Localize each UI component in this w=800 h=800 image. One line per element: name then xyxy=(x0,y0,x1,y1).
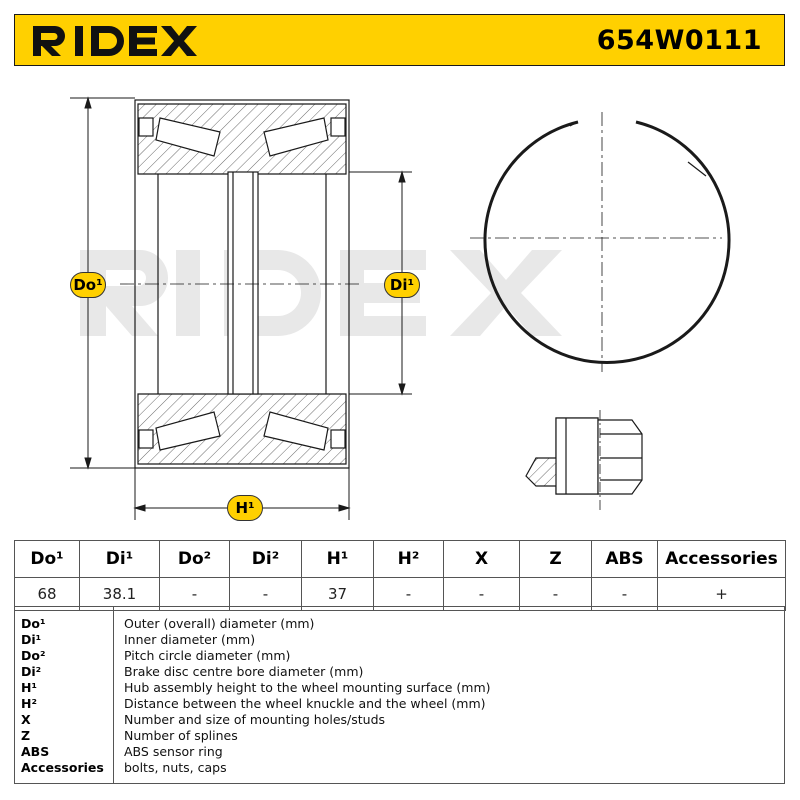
legend-desc: Pitch circle diameter (mm) xyxy=(124,648,291,663)
legend-key: Z xyxy=(21,728,31,743)
col-header: ABS xyxy=(591,540,658,578)
col-header: Do¹ xyxy=(14,540,80,578)
bearing-cross-section xyxy=(120,99,360,469)
legend-row: ABS ABS sensor ring xyxy=(15,744,786,760)
part-number: 654W0111 xyxy=(596,25,762,56)
value-cell: 38.1 xyxy=(79,577,160,611)
value-cell: - xyxy=(519,577,592,611)
spec-table: Do¹ Di¹ Do² Di² H¹ H² X Z ABS Accessorie… xyxy=(14,540,786,611)
legend-key: X xyxy=(21,712,31,727)
legend-key: Di¹ xyxy=(21,632,42,647)
legend-key: ABS xyxy=(21,744,50,759)
spec-value-row: 68 38.1 - - 37 - - - - + xyxy=(14,577,786,611)
legend-row: H¹ Hub assembly height to the wheel moun… xyxy=(15,680,786,696)
legend-key: Di² xyxy=(21,664,42,679)
legend-key: Do¹ xyxy=(21,616,46,631)
col-header: Z xyxy=(519,540,592,578)
legend-row: Do² Pitch circle diameter (mm) xyxy=(15,648,786,664)
legend-row: Do¹ Outer (overall) diameter (mm) xyxy=(15,616,786,632)
nut-drawing xyxy=(525,410,643,510)
legend-key: H¹ xyxy=(21,680,37,695)
legend-desc: Number of splines xyxy=(124,728,238,743)
col-header: Do² xyxy=(159,540,230,578)
ridex-watermark xyxy=(80,250,562,336)
h1-label: H¹ xyxy=(227,495,263,521)
col-header: H² xyxy=(373,540,444,578)
legend-key: Accessories xyxy=(21,760,104,775)
value-cell: 68 xyxy=(14,577,80,611)
dimension-lines xyxy=(70,96,412,520)
do1-label: Do¹ xyxy=(70,272,106,298)
di1-label: Di¹ xyxy=(384,272,420,298)
col-header: X xyxy=(443,540,520,578)
col-header: H¹ xyxy=(301,540,374,578)
value-cell: - xyxy=(373,577,444,611)
value-cell: 37 xyxy=(301,577,374,611)
legend-row: Accessories bolts, nuts, caps xyxy=(15,760,786,776)
technical-drawing: Do¹ Di¹ H¹ xyxy=(0,66,800,540)
legend-desc: Hub assembly height to the wheel mountin… xyxy=(124,680,491,695)
legend-key: Do² xyxy=(21,648,46,663)
legend-desc: Number and size of mounting holes/studs xyxy=(124,712,386,727)
legend-divider xyxy=(113,607,114,783)
legend-desc: Inner diameter (mm) xyxy=(124,632,256,647)
value-cell: + xyxy=(657,577,786,611)
header-bar: 654W0111 xyxy=(14,14,785,66)
legend-desc: bolts, nuts, caps xyxy=(124,760,227,775)
col-header: Di¹ xyxy=(79,540,160,578)
legend-row: X Number and size of mounting holes/stud… xyxy=(15,712,786,728)
legend-desc: Outer (overall) diameter (mm) xyxy=(124,616,315,631)
legend-box: Do¹ Outer (overall) diameter (mm) Di¹ In… xyxy=(14,606,785,784)
brand-logo xyxy=(31,22,201,64)
col-header: Di² xyxy=(229,540,302,578)
value-cell: - xyxy=(159,577,230,611)
legend-row: H² Distance between the wheel knuckle an… xyxy=(15,696,786,712)
legend-row: Di² Brake disc centre bore diameter (mm) xyxy=(15,664,786,680)
value-cell: - xyxy=(591,577,658,611)
legend-row: Z Number of splines xyxy=(15,728,786,744)
legend-desc: Brake disc centre bore diameter (mm) xyxy=(124,664,364,679)
legend-key: H² xyxy=(21,696,37,711)
circlip-drawing xyxy=(470,112,731,372)
bearing-drawing-svg xyxy=(70,96,731,520)
value-cell: - xyxy=(443,577,520,611)
legend-desc: Distance between the wheel knuckle and t… xyxy=(124,696,486,711)
legend-desc: ABS sensor ring xyxy=(124,744,223,759)
spec-header-row: Do¹ Di¹ Do² Di² H¹ H² X Z ABS Accessorie… xyxy=(14,540,786,578)
legend-row: Di¹ Inner diameter (mm) xyxy=(15,632,786,648)
col-header: Accessories xyxy=(657,540,786,578)
